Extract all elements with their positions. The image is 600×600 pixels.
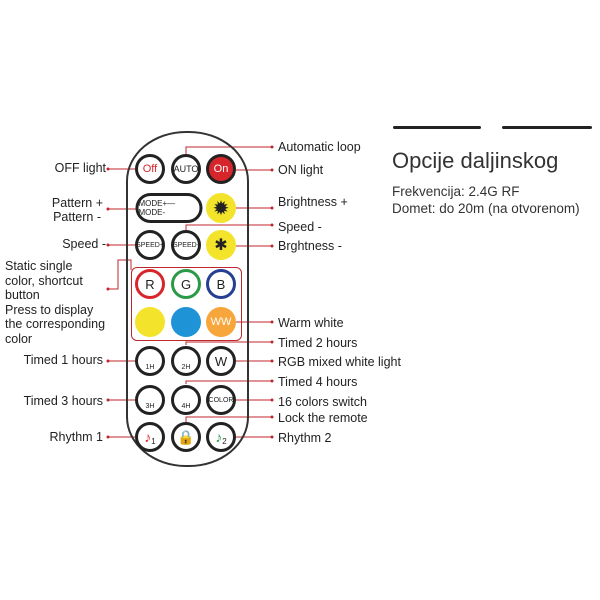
rhythm-2-button[interactable]: ♪2 — [206, 422, 236, 452]
speed-minus-button[interactable]: SPEED- — [171, 230, 201, 260]
page-title: Opcije daljinskog — [392, 148, 559, 173]
red-button[interactable]: R — [135, 269, 165, 299]
auto-button[interactable]: AUTO — [171, 154, 201, 184]
label-timed3: Timed 3 hours — [23, 394, 103, 408]
label-static: Static single color, shortcut button Pre… — [5, 259, 106, 346]
label-timed2: Timed 2 hours — [278, 336, 358, 350]
label-rhythm1: Rhythm 1 — [49, 430, 104, 444]
mode-button[interactable]: MODE+—MODE- — [135, 193, 203, 223]
label-speed-left: Speed - — [62, 237, 106, 251]
label-speed-right: Speed - — [278, 220, 322, 234]
remote-body — [126, 131, 249, 467]
timer-4h-button[interactable]: 4H — [171, 385, 201, 415]
rhythm-1-button[interactable]: ♪1 — [135, 422, 165, 452]
color-switch-button[interactable]: COLOR — [206, 385, 236, 415]
warm-white-button[interactable]: WW — [206, 307, 236, 337]
static-color-group — [131, 267, 242, 341]
label-auto: Automatic loop — [278, 140, 361, 154]
label-on: ON light — [278, 163, 324, 177]
spec-frequency: Frekvencija: 2.4G RF — [392, 184, 520, 199]
label-warm: Warm white — [278, 316, 344, 330]
timer-1h-button[interactable]: 1H — [135, 346, 165, 376]
white-button[interactable]: W — [206, 346, 236, 376]
blue-button[interactable]: B — [206, 269, 236, 299]
music-note-icon: ♪ — [215, 429, 223, 445]
off-button[interactable]: Off — [135, 154, 165, 184]
label-bright-plus: Brightness + — [278, 195, 348, 209]
lock-icon: 🔒 — [177, 428, 195, 445]
cyan-button[interactable] — [171, 307, 201, 337]
label-pattern-minus: Pattern - — [53, 210, 101, 224]
sun-icon: ✹ — [212, 197, 230, 220]
lock-button[interactable]: 🔒 — [171, 422, 201, 452]
on-button[interactable]: On — [206, 154, 236, 184]
spec-range: Domet: do 20m (na otvorenom) — [392, 201, 580, 216]
timer-3h-button[interactable]: 3H — [135, 385, 165, 415]
label-timed1: Timed 1 hours — [23, 353, 103, 367]
music-note-icon: ♪ — [144, 429, 152, 445]
label-lock: Lock the remote — [278, 411, 368, 425]
label-bright-minus: Brghtness - — [278, 239, 342, 253]
label-rgbw: RGB mixed white light — [278, 355, 401, 369]
speed-plus-button[interactable]: SPEED+ — [135, 230, 165, 260]
label-colors16: 16 colors switch — [278, 395, 367, 409]
sun-small-icon: ✱ — [214, 237, 228, 254]
yellow-button[interactable] — [135, 307, 165, 337]
label-rhythm2: Rhythm 2 — [278, 431, 332, 445]
divider — [393, 126, 481, 129]
timer-2h-button[interactable]: 2H — [171, 346, 201, 376]
brightness-plus-button[interactable]: ✹ — [206, 193, 236, 223]
divider — [502, 126, 592, 129]
label-pattern-plus: Pattern + — [51, 196, 103, 210]
label-off: OFF light — [54, 161, 106, 175]
green-button[interactable]: G — [171, 269, 201, 299]
brightness-minus-button[interactable]: ✱ — [206, 230, 236, 260]
label-timed4: Timed 4 hours — [278, 375, 358, 389]
